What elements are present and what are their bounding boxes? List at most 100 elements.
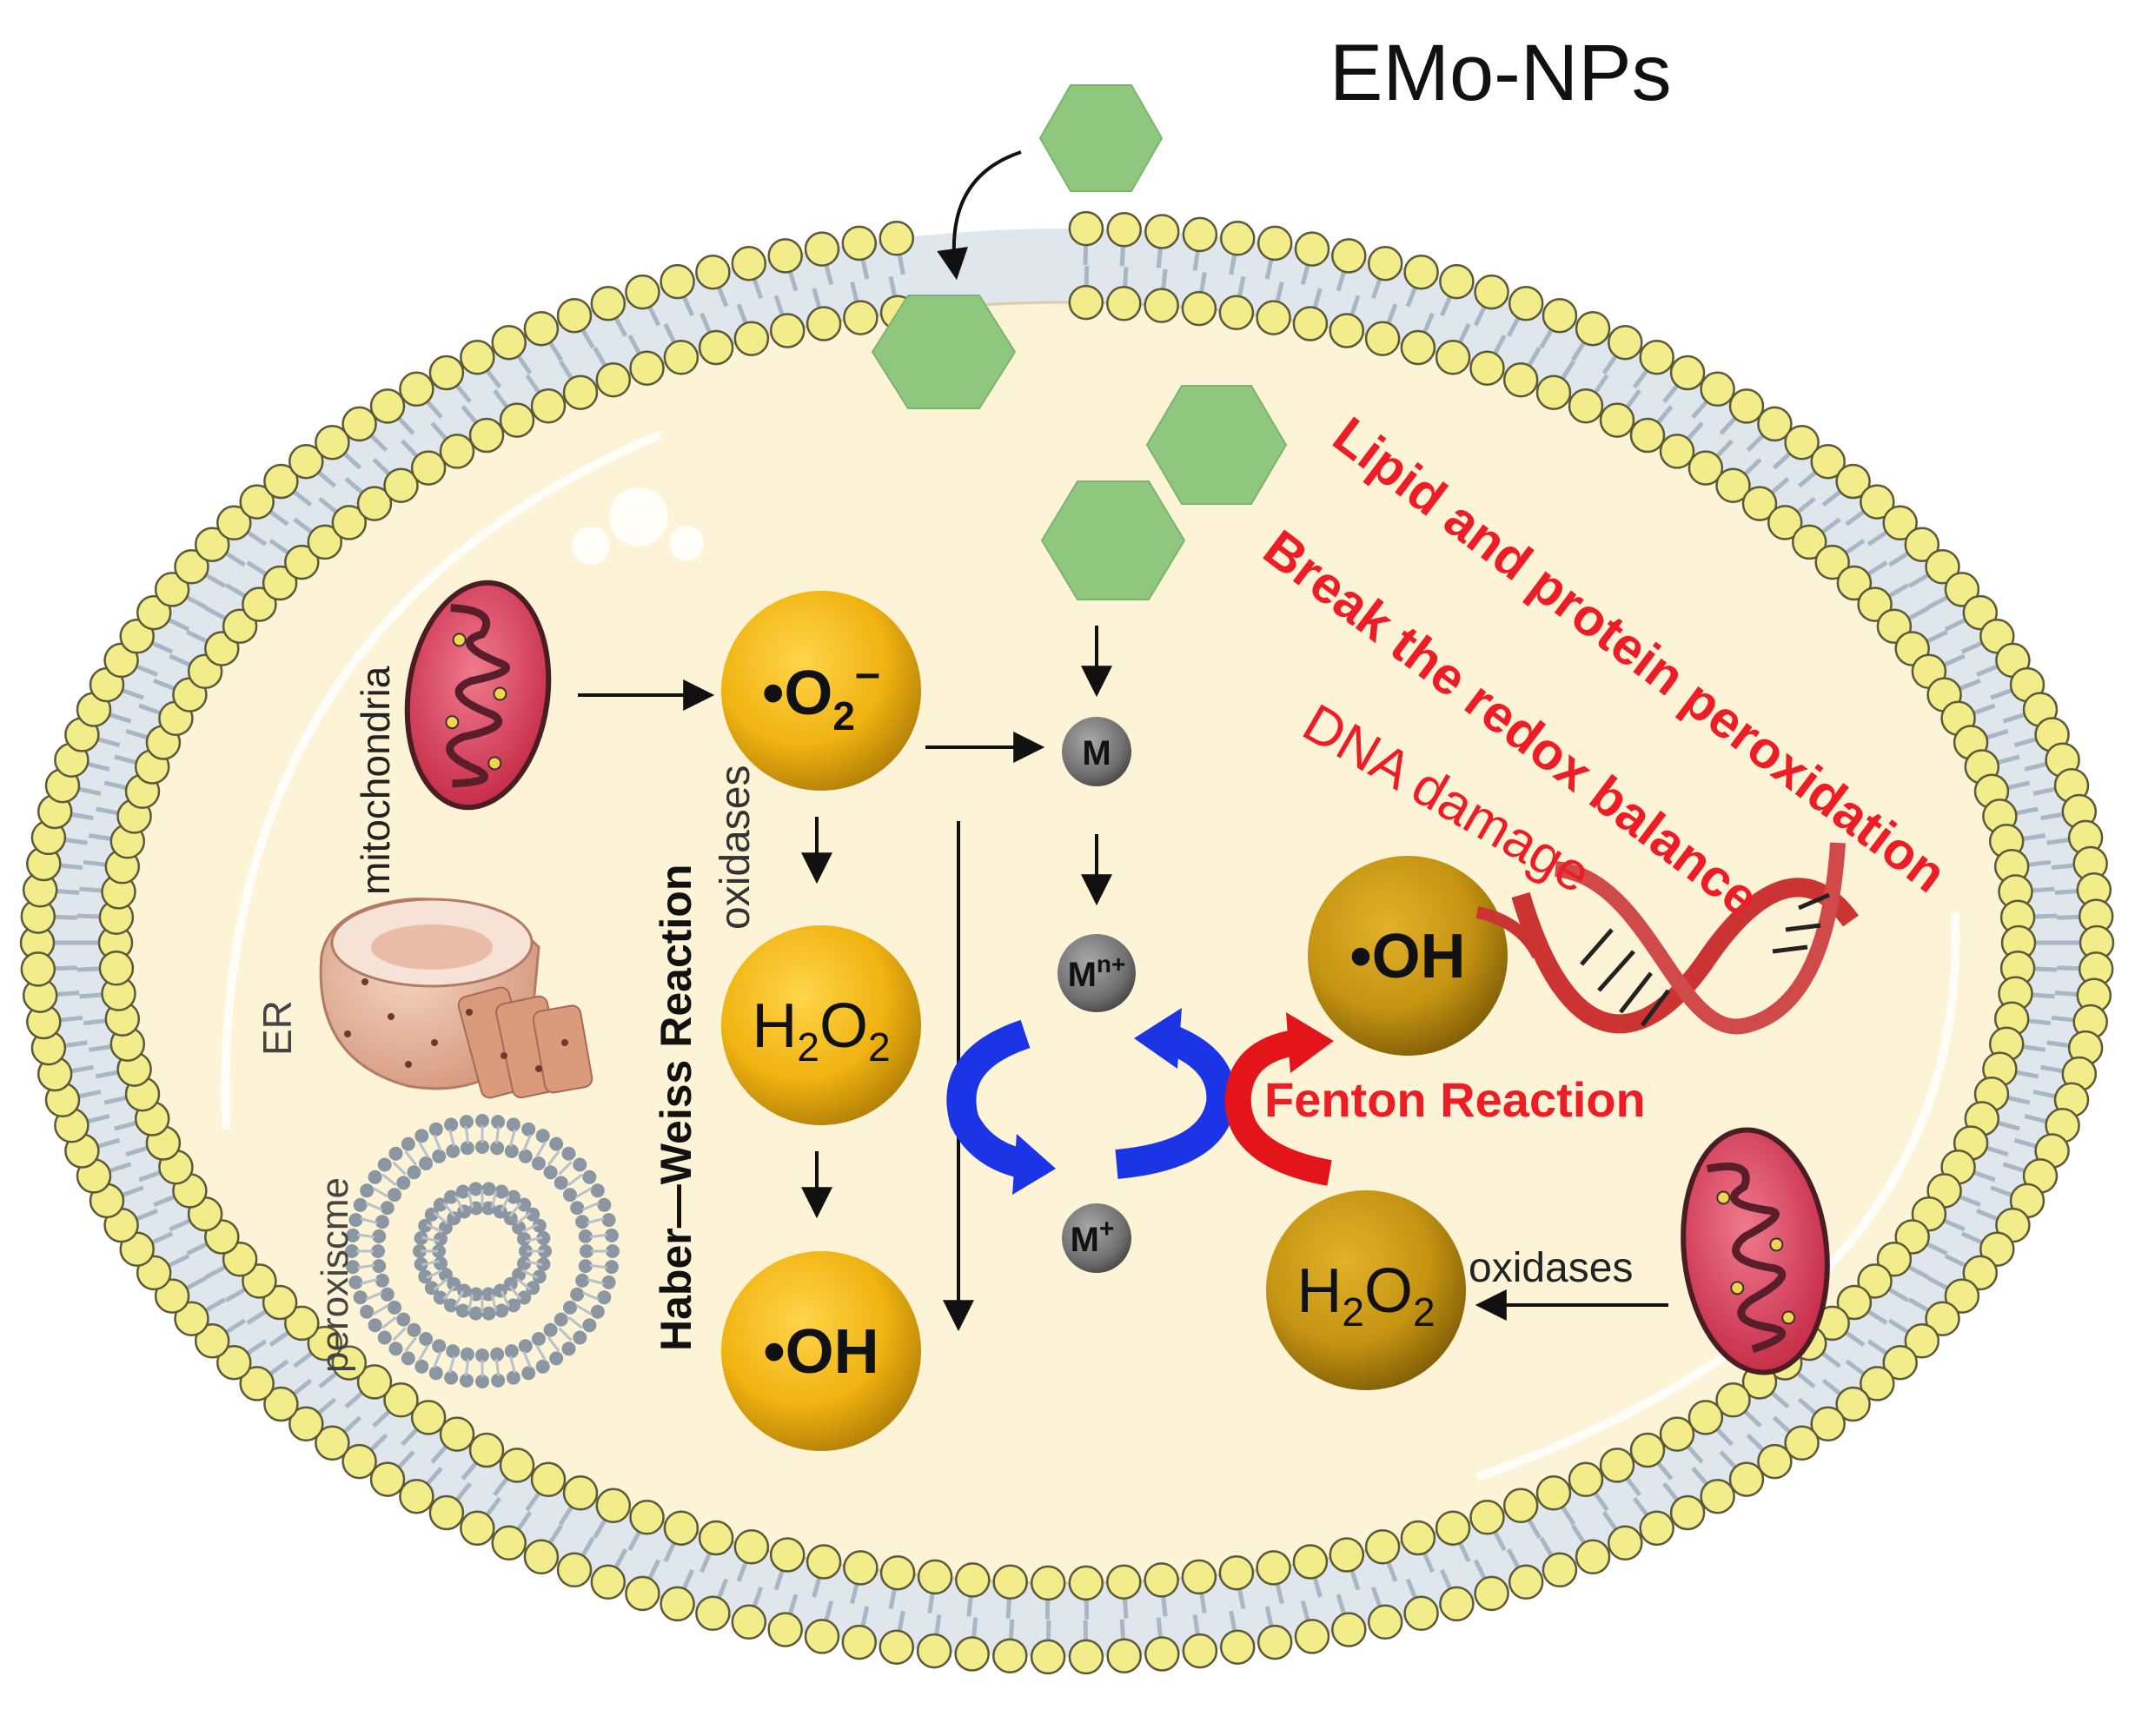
- vesicle-lipid: [353, 1197, 368, 1212]
- vesicle-lipid: [407, 1322, 421, 1337]
- lipid-heads: [19, 210, 2115, 1675]
- lipid-head: [1508, 1564, 1544, 1600]
- vesicle-lipid: [414, 1231, 428, 1245]
- lipid-head: [1469, 1500, 1505, 1535]
- lipid-head: [916, 1633, 952, 1669]
- vesicle-tail: [464, 1358, 470, 1376]
- vesicle-lipid: [433, 1197, 448, 1212]
- svg-text:•OH: •OH: [763, 1317, 879, 1387]
- vesicle-lipid: [396, 1312, 411, 1327]
- lipid-head: [1575, 1539, 1611, 1575]
- lipid-head: [1294, 1619, 1330, 1654]
- lipid-head: [556, 1552, 593, 1588]
- lipid-head: [955, 1562, 991, 1598]
- lipid-head: [460, 339, 495, 375]
- lipid-head: [1639, 1510, 1674, 1547]
- lipid-head: [194, 1323, 230, 1359]
- vesicle-tail: [515, 1211, 532, 1225]
- lipid-head: [629, 350, 665, 386]
- lipid-head: [1030, 1565, 1066, 1601]
- vesicle-tail: [535, 1344, 547, 1362]
- vesicle-tail: [392, 1327, 407, 1342]
- vesicle-lipid: [346, 1260, 361, 1275]
- vesicle-lipid: [434, 1231, 448, 1246]
- lipid-head: [806, 306, 842, 341]
- lipid-head: [1144, 214, 1180, 249]
- vesicle-tail: [404, 1336, 418, 1352]
- vesicle-lipid: [444, 1117, 459, 1132]
- vesicle-lipid: [455, 1303, 470, 1318]
- lipid-head: [1962, 1255, 1999, 1291]
- vesicle-lipid: [582, 1169, 597, 1184]
- lipid-head: [1810, 1406, 1846, 1442]
- vesicle-lipid: [447, 1276, 461, 1291]
- lipid-head: [1068, 1639, 1104, 1675]
- nanoparticle-hexagon: [1145, 385, 1288, 505]
- vesicle-lipid: [348, 1275, 363, 1289]
- vesicle-tail: [442, 1284, 456, 1301]
- lipid-head: [136, 1255, 172, 1291]
- lipid-head: [663, 340, 700, 375]
- vesicle-tail: [521, 1269, 539, 1280]
- lipid-head: [1367, 1604, 1403, 1640]
- lipid-head: [660, 263, 695, 300]
- lipid-head: [1144, 288, 1179, 323]
- vesicle-lipid: [517, 1290, 532, 1305]
- vesicle-lipid: [360, 1304, 375, 1319]
- lipid-head: [1944, 572, 1980, 607]
- vesicle-lipid: [345, 1244, 359, 1258]
- vesicle-lipid: [446, 1344, 461, 1359]
- vesicle-lipid: [371, 1244, 385, 1258]
- lipid-head: [499, 1448, 535, 1483]
- lipid-head: [1256, 1550, 1291, 1586]
- vesicle-lipid: [491, 1115, 506, 1130]
- vesicle-lipid: [590, 1183, 605, 1198]
- metal-high-oxidation: Mn+: [1058, 934, 1136, 1012]
- lipid-head: [1741, 486, 1778, 521]
- vesicle-lipid: [503, 1211, 518, 1226]
- vesicle-lipid: [401, 1136, 415, 1151]
- vesicle-tail: [433, 1350, 442, 1368]
- vesicle-lipid: [604, 1228, 619, 1242]
- vesicle-lipid: [401, 1351, 415, 1366]
- metal-nanoparticle: M: [1062, 717, 1131, 786]
- lipid-head: [1292, 306, 1329, 341]
- lipid-head: [1403, 254, 1439, 290]
- lipid-head: [1144, 1636, 1180, 1672]
- vesicle-tail: [448, 1129, 456, 1147]
- lipid-head: [1629, 417, 1666, 454]
- lipid-head: [1629, 1432, 1666, 1468]
- vesicle-lipid: [444, 1370, 459, 1385]
- vesicle-tail: [521, 1222, 539, 1234]
- vesicle-tail: [535, 1141, 547, 1158]
- vesicle-lipid: [494, 1303, 509, 1318]
- vesicle-tail: [587, 1217, 605, 1225]
- lipid-head: [562, 1475, 599, 1511]
- lipid-head: [1728, 388, 1765, 424]
- peroxisome-icon: [345, 1114, 620, 1388]
- vesicle-tail: [547, 1336, 560, 1352]
- lipid-head: [556, 297, 593, 334]
- vesicle-tail: [494, 1358, 501, 1376]
- vesicle-lipid: [475, 1114, 489, 1128]
- vesicle-lipid: [526, 1207, 540, 1222]
- lipid-head: [1599, 1448, 1635, 1483]
- vesicle-lipid: [582, 1318, 597, 1333]
- metal-low-oxidation: M+: [1062, 1203, 1131, 1273]
- vesicle-lipid: [457, 1204, 472, 1219]
- vesicle-tail: [558, 1327, 573, 1342]
- redox-cycle-arrowhead-left: [1012, 1134, 1056, 1195]
- vesicle-tail: [357, 1233, 375, 1239]
- lipid-head: [1535, 1475, 1572, 1511]
- vesicle-tail: [433, 1211, 449, 1225]
- lipid-head: [1474, 1575, 1509, 1612]
- vesicle-lipid: [517, 1197, 532, 1212]
- vesicle-tail: [567, 1315, 583, 1329]
- er-icon: [319, 898, 593, 1099]
- vesicle-tail: [392, 1161, 407, 1176]
- vesicle-tail: [467, 1294, 474, 1312]
- lipid-head: [1331, 238, 1367, 274]
- lipid-head: [625, 274, 660, 310]
- vesicle-lipid: [428, 1122, 443, 1136]
- vesicle-lipid: [504, 1344, 519, 1359]
